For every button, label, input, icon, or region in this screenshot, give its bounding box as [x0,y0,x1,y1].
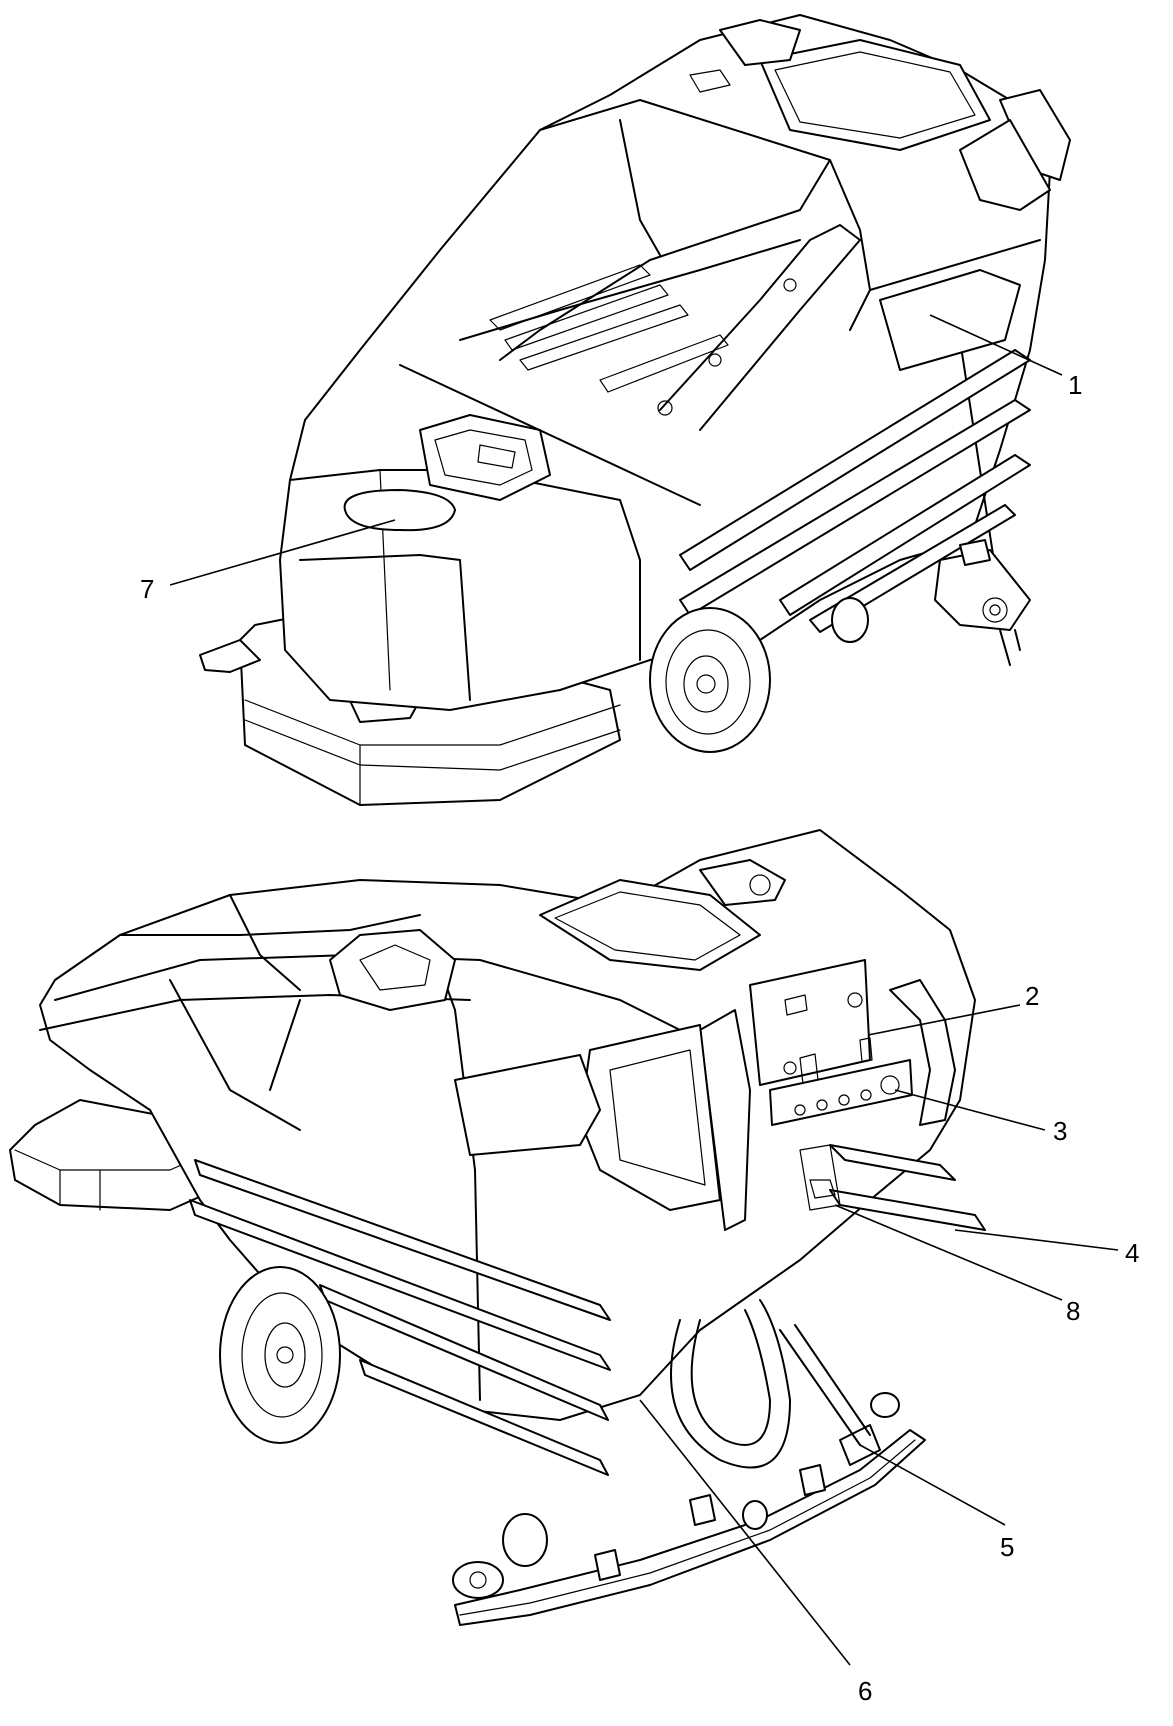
callout-3: 3 [894,1089,1067,1146]
callout-label-3: 3 [1053,1116,1067,1146]
callout-7: 7 [140,519,396,604]
callout-label-7: 7 [140,574,154,604]
front-tank-lid [343,489,456,532]
callout-label-4: 4 [1125,1238,1139,1268]
pedal-upper [829,1144,956,1181]
callout-2: 2 [867,981,1039,1036]
callout-label-5: 5 [1000,1532,1014,1562]
machine-rear-view [9,829,986,1626]
rear-squeegee [454,1429,926,1626]
callout-8: 8 [834,1204,1080,1326]
callout-label-6: 6 [858,1676,872,1706]
callout-6: 6 [639,1399,872,1706]
callout-4: 4 [954,1229,1139,1268]
callout-label-8: 8 [1066,1296,1080,1326]
pedal-lower [829,1189,986,1231]
callout-label-1: 1 [1068,370,1082,400]
rear-side-decal [454,1054,601,1156]
machine-front-view [199,14,1071,806]
callout-label-2: 2 [1025,981,1039,1011]
callout-5: 5 [859,1444,1014,1562]
callout-1: 1 [929,314,1082,400]
side-decal-panel [879,269,1021,371]
